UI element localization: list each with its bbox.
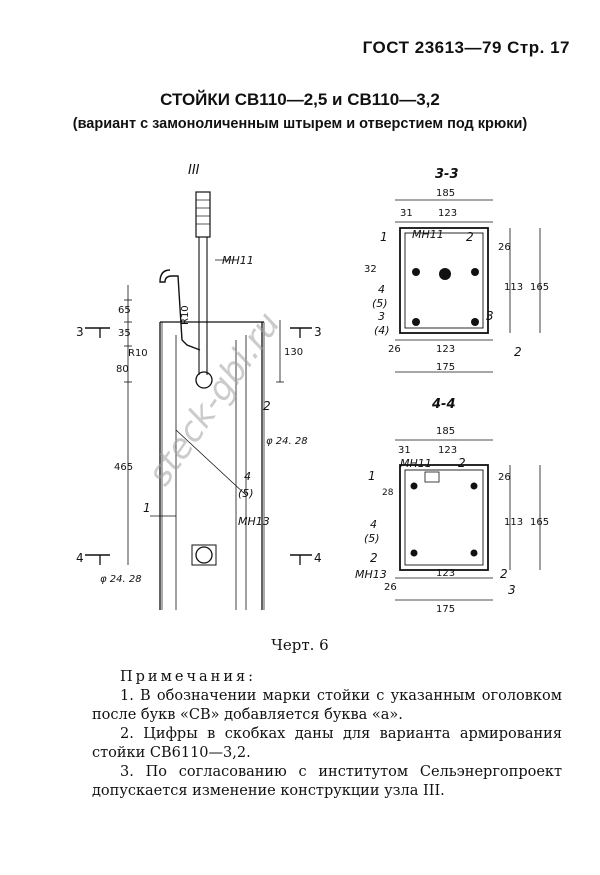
hook [159, 269, 201, 351]
section-3-3-label: 3-3 [435, 167, 459, 182]
s44-p1: 1 [368, 469, 376, 483]
s33-w26: 26 [388, 344, 401, 355]
s44-p2-right: 2 [500, 567, 508, 581]
s44-h28: 28 [382, 488, 394, 498]
s33-w185: 185 [436, 188, 455, 199]
s44-h113: 113 [504, 517, 523, 528]
note-item-2: 2. Цифры в скобках даны для варианта арм… [92, 726, 562, 761]
hole-lower-label: φ 24. 28 [100, 574, 142, 585]
s33-p1: 1 [380, 230, 388, 244]
dim-35: 35 [118, 328, 131, 339]
s44-w123: 123 [438, 445, 457, 456]
s44-w31: 31 [398, 445, 411, 456]
dim-130: 130 [284, 347, 303, 358]
s33-mh11: МН11 [412, 228, 444, 241]
section-4-4-outline [399, 464, 489, 571]
s33-p2b: 2 [514, 345, 522, 359]
pos-1-side: 1 [143, 501, 151, 515]
mh11-label: МН11 [222, 254, 254, 267]
pos-2-side: 2 [263, 399, 271, 413]
s33-p3b: 3 [486, 309, 494, 323]
cut3-left: 3 [76, 325, 84, 339]
r10-b-label: R10 [128, 348, 148, 359]
pin-threaded-end [195, 191, 211, 238]
s44-w185: 185 [436, 426, 455, 437]
page-header: ГОСТ 23613—79 Стр. 17 [362, 38, 570, 57]
s44-w123b: 123 [436, 568, 455, 579]
s44-p4: 4 [370, 518, 377, 531]
s44-p2: 2 [458, 456, 466, 470]
s33-w31: 31 [400, 208, 413, 219]
s44-p3: 3 [508, 583, 516, 597]
s33-p3: 3 [378, 310, 385, 323]
section-4-4-label: 4-4 [431, 397, 456, 412]
section-3-3-outline [399, 227, 489, 334]
note-item-1: 1. В обозначении марки стойки с указанны… [92, 688, 562, 723]
s33-p5: (5) [372, 297, 388, 310]
cut4-right: 4 [314, 551, 322, 565]
s33-h32: 32 [364, 264, 377, 275]
figure-caption: Черт. 6 [271, 636, 329, 654]
notes-block: Примечания: 1. В обозначении марки стойк… [92, 668, 562, 801]
page-title: СТОЙКИ СВ110—2,5 и СВ110—3,2 [160, 90, 440, 109]
s44-w175: 175 [436, 604, 455, 615]
cut3-right: 3 [314, 325, 322, 339]
s33-p4: 4 [378, 283, 385, 296]
s44-h26: 26 [498, 472, 511, 483]
dim-465: 465 [114, 462, 133, 473]
pos-4-side: 4 [244, 470, 251, 483]
dim-65: 65 [118, 305, 131, 316]
s44-mh11: МН11 [400, 457, 432, 470]
s44-p2-left: 2 [370, 551, 378, 565]
hole-lower [195, 546, 213, 564]
mh13-label: МН13 [238, 515, 270, 528]
page-subtitle: (вариант с замоноличенным штырем и отвер… [72, 116, 528, 132]
s33-h26: 26 [498, 242, 511, 253]
notes-heading: Примечания: [120, 669, 257, 685]
s33-p2: 2 [466, 230, 474, 244]
hole-upper [195, 371, 213, 389]
note-item-3: 3. По согласованию с институтом Сельэнер… [92, 764, 562, 799]
s33-h165: 165 [530, 282, 549, 293]
s33-w175: 175 [436, 362, 455, 373]
s33-p4b: (4) [374, 324, 390, 337]
r10-a-label: R10 [180, 305, 191, 325]
s33-w123: 123 [438, 208, 457, 219]
technical-drawing: III МН11 R10 R10 3 3 4 4 65 35 80 130 46… [76, 163, 549, 615]
s33-h113: 113 [504, 282, 523, 293]
pos-5-side: (5) [238, 487, 254, 500]
hole-upper-label: φ 24. 28 [266, 436, 308, 447]
s33-w123b: 123 [436, 344, 455, 355]
s44-mh13: МН13 [355, 568, 387, 581]
cut4-left: 4 [76, 551, 84, 565]
s44-w26: 26 [384, 582, 397, 593]
node-label: III [188, 163, 200, 178]
dim-80: 80 [116, 364, 129, 375]
s44-h165: 165 [530, 517, 549, 528]
s44-p5: (5) [364, 532, 380, 545]
